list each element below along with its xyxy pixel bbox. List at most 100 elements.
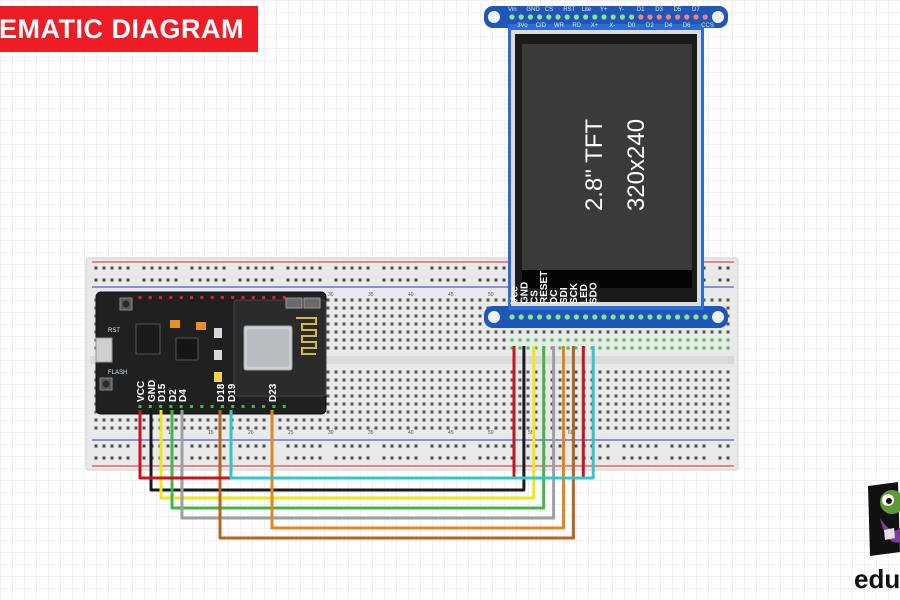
breadboard-hole bbox=[470, 306, 474, 310]
breadboard-hole bbox=[494, 402, 498, 406]
breadboard-hole bbox=[414, 418, 418, 422]
rail-hole bbox=[478, 278, 482, 282]
breadboard-hole bbox=[430, 330, 434, 334]
breadboard-hole bbox=[430, 410, 434, 414]
breadboard-hole bbox=[598, 402, 602, 406]
breadboard-hole bbox=[694, 330, 698, 334]
rail-hole bbox=[174, 266, 178, 270]
tft-top-pin-label: Y+ bbox=[600, 7, 608, 13]
breadboard-hole bbox=[526, 402, 530, 406]
breadboard-hole bbox=[310, 426, 314, 430]
breadboard-hole bbox=[606, 330, 610, 334]
tft-bottom-pin bbox=[527, 314, 534, 320]
rail-hole bbox=[430, 444, 434, 448]
breadboard-hole bbox=[614, 370, 618, 374]
highlighted-hole bbox=[670, 338, 674, 342]
tft-top-pin bbox=[693, 14, 699, 20]
breadboard-hole bbox=[494, 386, 498, 390]
breadboard-hole bbox=[470, 314, 474, 318]
breadboard-hole bbox=[262, 426, 266, 430]
tft-pin-label: Vcc bbox=[510, 286, 521, 304]
rail-hole bbox=[526, 444, 530, 448]
breadboard-hole bbox=[406, 306, 410, 310]
tft-bottom-pin-row bbox=[509, 314, 708, 320]
breadboard-hole bbox=[118, 418, 122, 422]
rail-hole bbox=[438, 266, 442, 270]
breadboard-hole bbox=[598, 418, 602, 422]
rail-hole bbox=[462, 266, 466, 270]
rail-hole bbox=[222, 266, 226, 270]
rail-hole bbox=[342, 266, 346, 270]
breadboard-hole bbox=[606, 378, 610, 382]
breadboard-hole bbox=[518, 426, 522, 430]
breadboard-hole bbox=[686, 394, 690, 398]
breadboard-hole bbox=[446, 394, 450, 398]
breadboard-hole bbox=[486, 298, 490, 302]
breadboard-hole bbox=[366, 402, 370, 406]
breadboard-hole bbox=[478, 314, 482, 318]
breadboard-hole bbox=[406, 402, 410, 406]
breadboard-hole bbox=[174, 426, 178, 430]
breadboard-hole bbox=[366, 298, 370, 302]
breadboard-hole bbox=[718, 410, 722, 414]
rail-hole bbox=[102, 456, 106, 460]
breadboard-hole bbox=[374, 298, 378, 302]
rail-hole bbox=[438, 444, 442, 448]
breadboard-hole bbox=[414, 298, 418, 302]
column-number: 50 bbox=[488, 430, 494, 436]
tft-top-pin bbox=[638, 14, 644, 20]
breadboard-hole bbox=[302, 426, 306, 430]
breadboard-hole bbox=[678, 370, 682, 374]
breadboard-hole bbox=[454, 330, 458, 334]
breadboard-hole bbox=[710, 410, 714, 414]
rail-hole bbox=[438, 278, 442, 282]
tft-pin-label: CS bbox=[529, 290, 540, 304]
breadboard-hole bbox=[294, 418, 298, 422]
highlighted-hole bbox=[670, 346, 674, 350]
breadboard-hole bbox=[726, 418, 730, 422]
breadboard-hole bbox=[358, 386, 362, 390]
tft-bottom-pin bbox=[583, 314, 589, 320]
breadboard-hole bbox=[254, 418, 258, 422]
breadboard-hole bbox=[366, 322, 370, 326]
logo-text: edu bbox=[854, 564, 900, 594]
breadboard-hole bbox=[342, 426, 346, 430]
highlighted-hole bbox=[694, 338, 698, 342]
breadboard-hole bbox=[326, 306, 330, 310]
breadboard-hole bbox=[566, 370, 570, 374]
rail-hole bbox=[446, 444, 450, 448]
breadboard-hole bbox=[726, 322, 730, 326]
breadboard-hole bbox=[598, 370, 602, 374]
breadboard-hole bbox=[718, 298, 722, 302]
breadboard-hole bbox=[182, 418, 186, 422]
esp32-bottom-pin bbox=[169, 405, 173, 408]
breadboard-hole bbox=[422, 418, 426, 422]
breadboard-hole bbox=[614, 378, 618, 382]
breadboard-hole bbox=[558, 418, 562, 422]
breadboard-hole bbox=[574, 402, 578, 406]
breadboard-hole bbox=[326, 314, 330, 318]
breadboard-hole bbox=[534, 330, 538, 334]
tft-top-pin bbox=[629, 14, 635, 20]
tft-bottom-pin bbox=[518, 314, 524, 320]
rail-hole bbox=[534, 444, 538, 448]
breadboard-hole bbox=[406, 394, 410, 398]
breadboard-hole bbox=[350, 378, 354, 382]
breadboard-hole bbox=[598, 330, 602, 334]
breadboard-hole bbox=[430, 314, 434, 318]
breadboard-hole bbox=[574, 418, 578, 422]
breadboard-hole bbox=[382, 410, 386, 414]
rail-hole bbox=[670, 444, 674, 448]
breadboard-hole bbox=[494, 426, 498, 430]
rail-hole bbox=[694, 456, 698, 460]
breadboard-hole bbox=[366, 378, 370, 382]
breadboard-hole bbox=[622, 410, 626, 414]
rail-hole bbox=[630, 456, 634, 460]
breadboard-hole bbox=[438, 346, 442, 350]
breadboard-hole bbox=[694, 410, 698, 414]
esp32-pin-label: D2 bbox=[168, 389, 179, 402]
tft-top-pin bbox=[675, 14, 681, 20]
breadboard-hole bbox=[390, 402, 394, 406]
rail-hole bbox=[550, 444, 554, 448]
